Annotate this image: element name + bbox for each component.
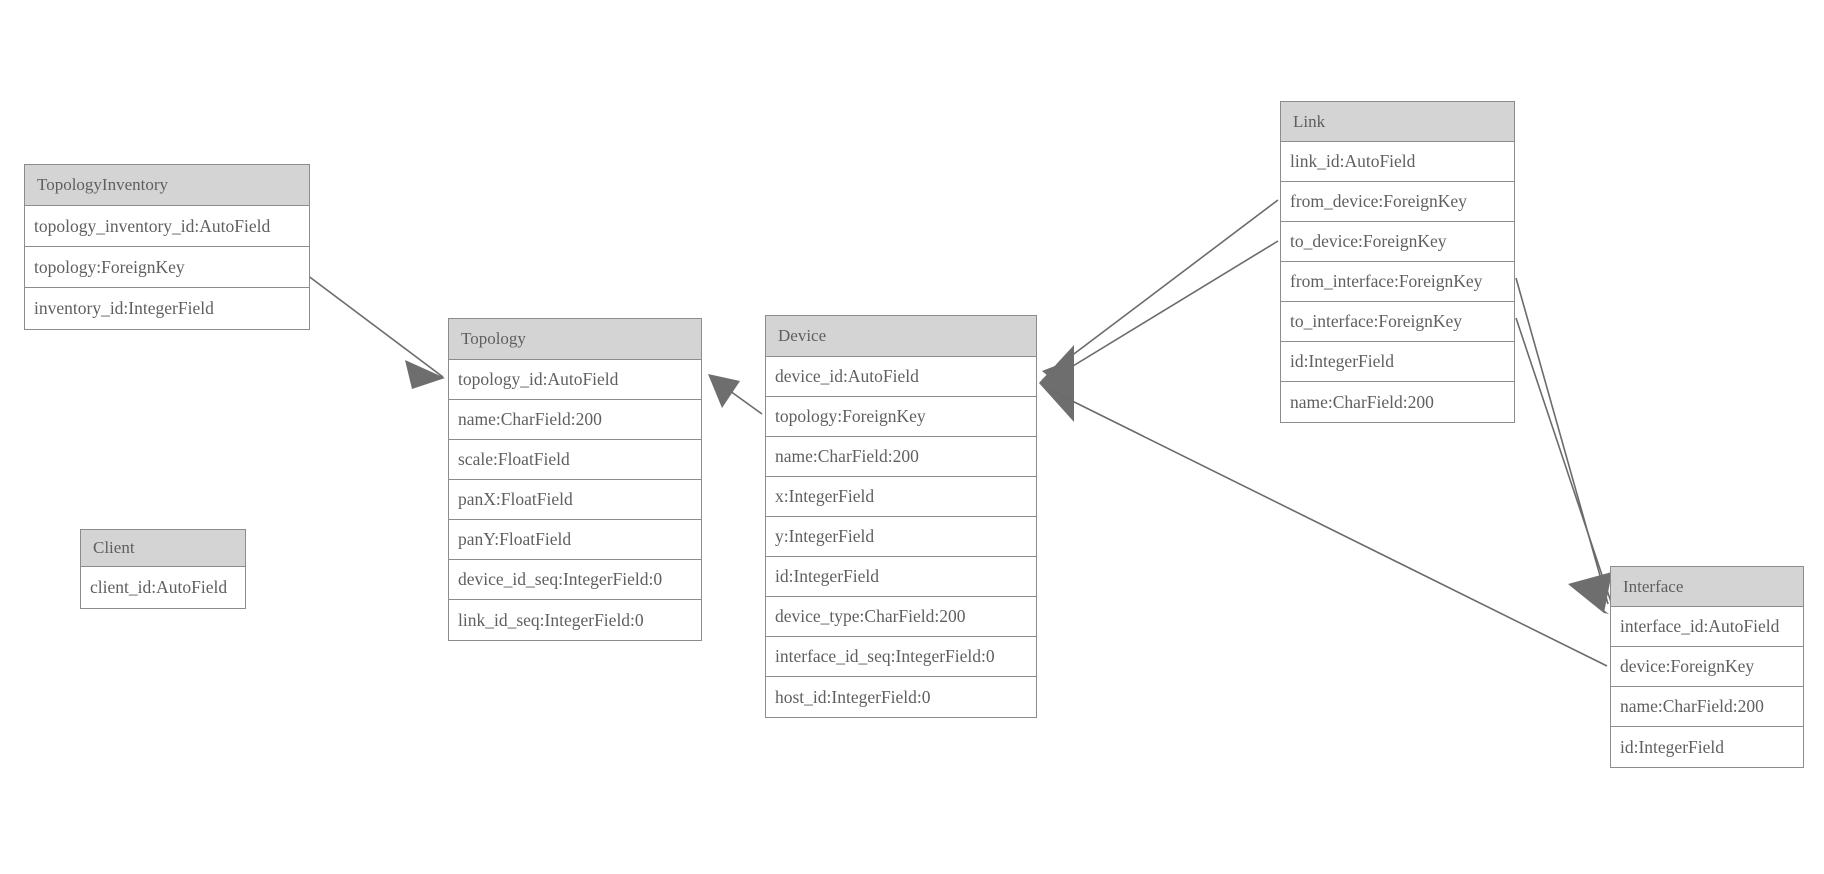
entity-title-interface: Interface (1611, 567, 1803, 607)
entity-field-row[interactable]: id:IntegerField (1281, 342, 1514, 382)
entity-field-row[interactable]: interface_id_seq:IntegerField:0 (766, 637, 1036, 677)
entity-field-row[interactable]: panY:FloatField (449, 520, 701, 560)
entity-field-row[interactable]: inventory_id:IntegerField (25, 288, 309, 329)
entity-field-row[interactable]: name:CharField:200 (449, 400, 701, 440)
entity-field-row[interactable]: id:IntegerField (1611, 727, 1803, 767)
relationship-link-to-device (1042, 240, 1279, 401)
entity-field-row[interactable]: device_type:CharField:200 (766, 597, 1036, 637)
relationship-link-to-interface (1515, 317, 1614, 609)
entity-field-row[interactable]: link_id:AutoField (1281, 142, 1514, 182)
entity-field-row[interactable]: id:IntegerField (766, 557, 1036, 597)
entity-field-row[interactable]: host_id:IntegerField:0 (766, 677, 1036, 717)
entity-field-row[interactable]: name:CharField:200 (766, 437, 1036, 477)
entity-field-row[interactable]: device:ForeignKey (1611, 647, 1803, 687)
entity-title-device: Device (766, 316, 1036, 357)
entity-field-row[interactable]: device_id:AutoField (766, 357, 1036, 397)
entity-title-link: Link (1281, 102, 1514, 142)
entity-field-row[interactable]: client_id:AutoField (81, 567, 245, 608)
entity-field-row[interactable]: name:CharField:200 (1611, 687, 1803, 727)
relationship-link-from-interface (1515, 277, 1609, 605)
entity-field-row[interactable]: topology_inventory_id:AutoField (25, 206, 309, 247)
entity-field-row[interactable]: topology_id:AutoField (449, 360, 701, 400)
entity-field-row[interactable]: topology:ForeignKey (25, 247, 309, 288)
entity-field-row[interactable]: y:IntegerField (766, 517, 1036, 557)
entity-field-row[interactable]: from_interface:ForeignKey (1281, 262, 1514, 302)
entity-title-topologyinventory: TopologyInventory (25, 165, 309, 206)
entity-field-row[interactable]: panX:FloatField (449, 480, 701, 520)
entity-field-row[interactable]: scale:FloatField (449, 440, 701, 480)
entity-field-row[interactable]: link_id_seq:IntegerField:0 (449, 600, 701, 640)
entity-field-row[interactable]: from_device:ForeignKey (1281, 182, 1514, 222)
entity-title-client: Client (81, 530, 245, 567)
entity-field-row[interactable]: x:IntegerField (766, 477, 1036, 517)
relationship-interface-device (1049, 389, 1608, 667)
interface-incoming-arrowhead (1568, 572, 1612, 614)
device-incoming-arrowhead-cluster (1039, 345, 1074, 422)
relationship-link-from-device (1042, 199, 1279, 396)
entity-title-topology: Topology (449, 319, 701, 360)
entity-field-row[interactable]: name:CharField:200 (1281, 382, 1514, 422)
entity-field-row[interactable]: to_device:ForeignKey (1281, 222, 1514, 262)
relationship-device-topology (708, 374, 763, 415)
entity-field-row[interactable]: to_interface:ForeignKey (1281, 302, 1514, 342)
entity-field-row[interactable]: device_id_seq:IntegerField:0 (449, 560, 701, 600)
entity-field-row[interactable]: topology:ForeignKey (766, 397, 1036, 437)
relationship-topologyinventory-topology (302, 271, 445, 389)
entity-field-row[interactable]: interface_id:AutoField (1611, 607, 1803, 647)
